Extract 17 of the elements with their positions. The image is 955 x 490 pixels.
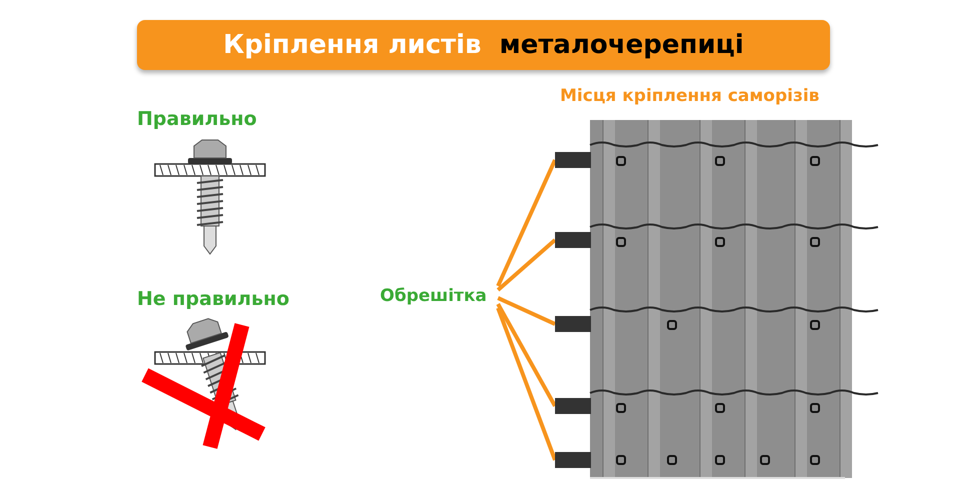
leader-line <box>496 238 556 292</box>
batten-bar <box>555 398 591 414</box>
leader-line <box>496 303 557 407</box>
batten-bar <box>555 232 591 248</box>
batten-bar <box>555 152 591 168</box>
batten-bar <box>555 316 591 332</box>
title-banner <box>137 20 830 70</box>
leader-line <box>497 296 556 326</box>
batten-bar <box>555 452 591 468</box>
heading-label: Місця кріплення саморізів <box>560 86 820 106</box>
leader-line <box>496 159 557 287</box>
leader-line <box>496 307 557 461</box>
status-label: Не правильно <box>137 288 290 310</box>
title-text: Кріплення листів <box>223 30 482 60</box>
status-label: Правильно <box>137 108 257 130</box>
callout-text: Обрешітка <box>380 284 498 308</box>
title-text: металочерепиці <box>499 30 744 60</box>
